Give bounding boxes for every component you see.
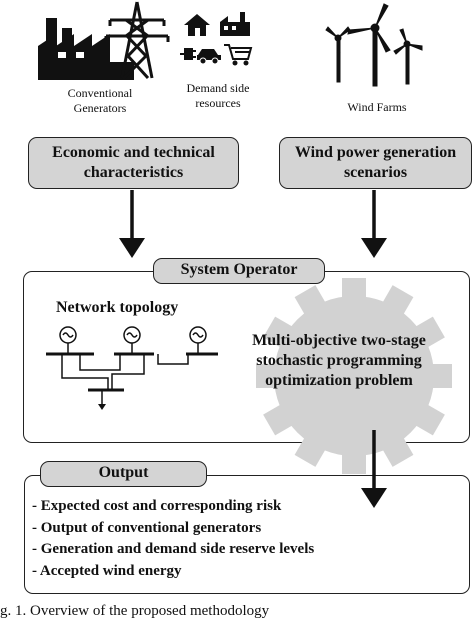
output-list: - Expected cost and corresponding risk -… <box>32 496 314 582</box>
arrow-operator-to-output <box>361 430 387 508</box>
problem-line3: optimization problem <box>265 372 413 389</box>
economic-characteristics-box: Economic and technical characteristics <box>28 137 239 189</box>
wind-farms-label: Wind Farms <box>347 100 407 114</box>
house-icon <box>184 14 210 36</box>
figure-caption: g. 1. Overview of the proposed methodolo… <box>0 603 270 619</box>
problem-line2: stochastic programming <box>256 352 422 369</box>
plug-icon <box>180 48 196 60</box>
output-item: - Accepted wind energy <box>32 562 182 579</box>
economic-line2: characteristics <box>83 164 184 181</box>
wind-scenarios-box: Wind power generation scenarios <box>279 137 472 189</box>
industry-icon <box>220 12 250 36</box>
shopping-cart-icon <box>224 44 253 66</box>
output-item: - Generation and demand side reserve lev… <box>32 541 315 557</box>
network-topology-label: Network topology <box>56 299 179 316</box>
conventional-generators-label: Conventional Generators <box>67 86 133 115</box>
wind-turbines-icon <box>325 3 423 87</box>
arrow-wind-to-operator <box>361 190 387 258</box>
transmission-tower-icon <box>104 1 170 80</box>
gear-icon <box>256 278 452 474</box>
output-item: - Expected cost and corresponding risk <box>32 498 282 514</box>
output-frame <box>24 475 470 594</box>
economic-line1: Economic and technical <box>52 144 215 161</box>
optimization-problem-text: Multi-objective two-stage stochastic pro… <box>227 331 451 391</box>
network-topology-diagram <box>46 326 218 410</box>
output-title: Output <box>40 461 207 487</box>
arrow-economic-to-operator <box>119 190 145 258</box>
demand-side-resources-label: Demand side resources <box>186 81 250 110</box>
car-icon <box>197 49 221 65</box>
problem-line1: Multi-objective two-stage <box>252 332 426 349</box>
wind-line2: scenarios <box>343 164 408 181</box>
output-item: - Output of conventional generators <box>32 519 262 536</box>
factory-icon <box>38 18 134 80</box>
wind-line1: Wind power generation <box>294 144 457 161</box>
system-operator-title: System Operator <box>153 258 325 284</box>
